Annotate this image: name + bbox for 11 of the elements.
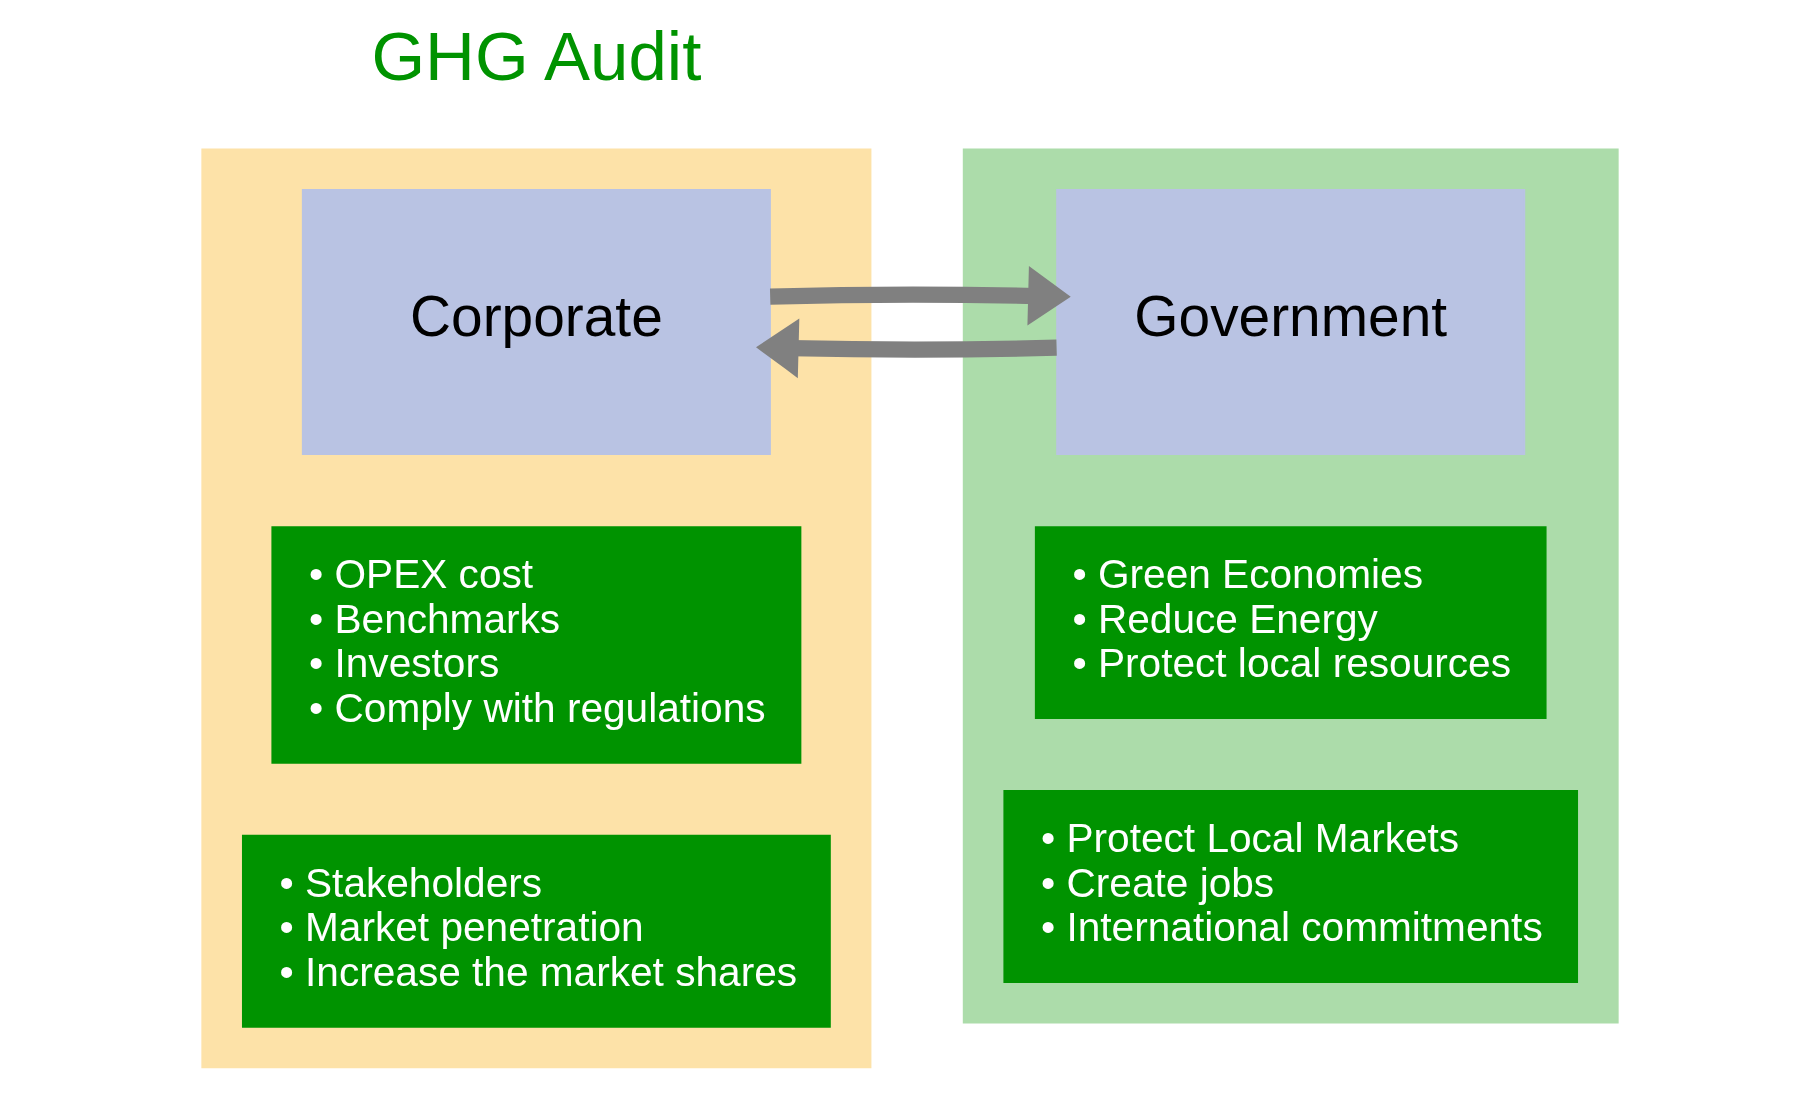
label: GHG Audit bbox=[371, 17, 702, 95]
node-box: • OPEX cost • Benchmarks • Investors • Comply with regulations bbox=[271, 526, 802, 764]
node-box: Corporate bbox=[301, 189, 771, 456]
cluster bbox=[962, 148, 1619, 1024]
arrow bbox=[769, 266, 1071, 326]
cluster bbox=[201, 148, 872, 1069]
arrow bbox=[756, 318, 1057, 379]
node-box: • Protect Local Markets • Create jobs • International commitments bbox=[1003, 790, 1579, 983]
node-box: • Green Economies • Reduce Energy • Protect local resources bbox=[1034, 526, 1547, 720]
node-box: • Stakeholders • Market penetration • Increase the market shares bbox=[241, 834, 831, 1028]
node-box: Government bbox=[1056, 189, 1526, 456]
